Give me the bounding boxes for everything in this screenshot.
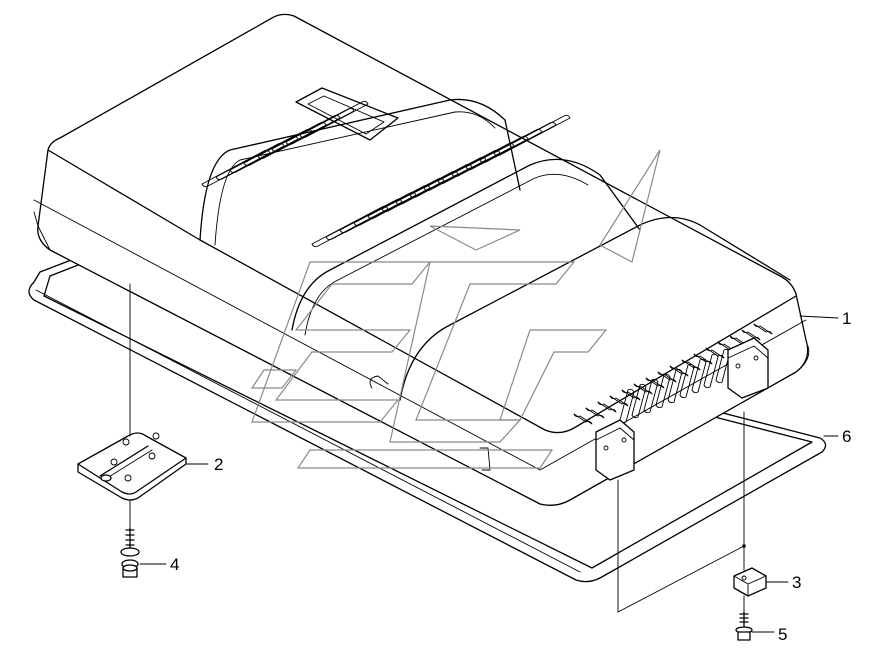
callout-label-6: 6 [842,427,851,446]
vent-slot [645,377,665,389]
vent-slot [703,353,719,389]
latch-block-part-3 [733,567,767,597]
vent-slot [657,371,677,383]
vent-slot [667,368,683,404]
screw-part-4 [120,527,140,578]
vent-slot [609,395,629,407]
vent-slot [585,407,605,419]
vent-slot [681,359,701,371]
vent-slot [753,323,773,335]
callout-label-1: 1 [842,309,851,328]
vent-slot [691,358,707,394]
vent-slot [669,365,689,377]
vent-slot [573,413,593,425]
assembly-guide-lines [129,283,746,613]
hinge-part [77,432,187,501]
callout-label-3: 3 [792,573,801,592]
vent-slot [633,383,653,395]
callout-leader-lines [139,315,839,633]
callout-label-2: 2 [214,455,223,474]
watermark-logo [250,149,661,469]
cover-housing [33,13,810,506]
callout-label-5: 5 [778,625,787,644]
vent-slot [597,401,617,413]
vent-slot [741,329,761,341]
callout-label-4: 4 [170,555,179,574]
screw-part-5 [735,611,753,641]
vent-slot [493,114,571,157]
vent-slot [631,383,647,419]
vent-slot [643,378,659,414]
vent-slot [655,373,671,409]
vent-slot [679,363,695,399]
cover-latch-brackets [595,337,769,481]
vent-slot [693,353,713,365]
vent-slot [621,389,641,401]
vent-slot [705,347,725,359]
vent-slot [299,100,369,139]
cover-vent-slots [201,100,773,425]
